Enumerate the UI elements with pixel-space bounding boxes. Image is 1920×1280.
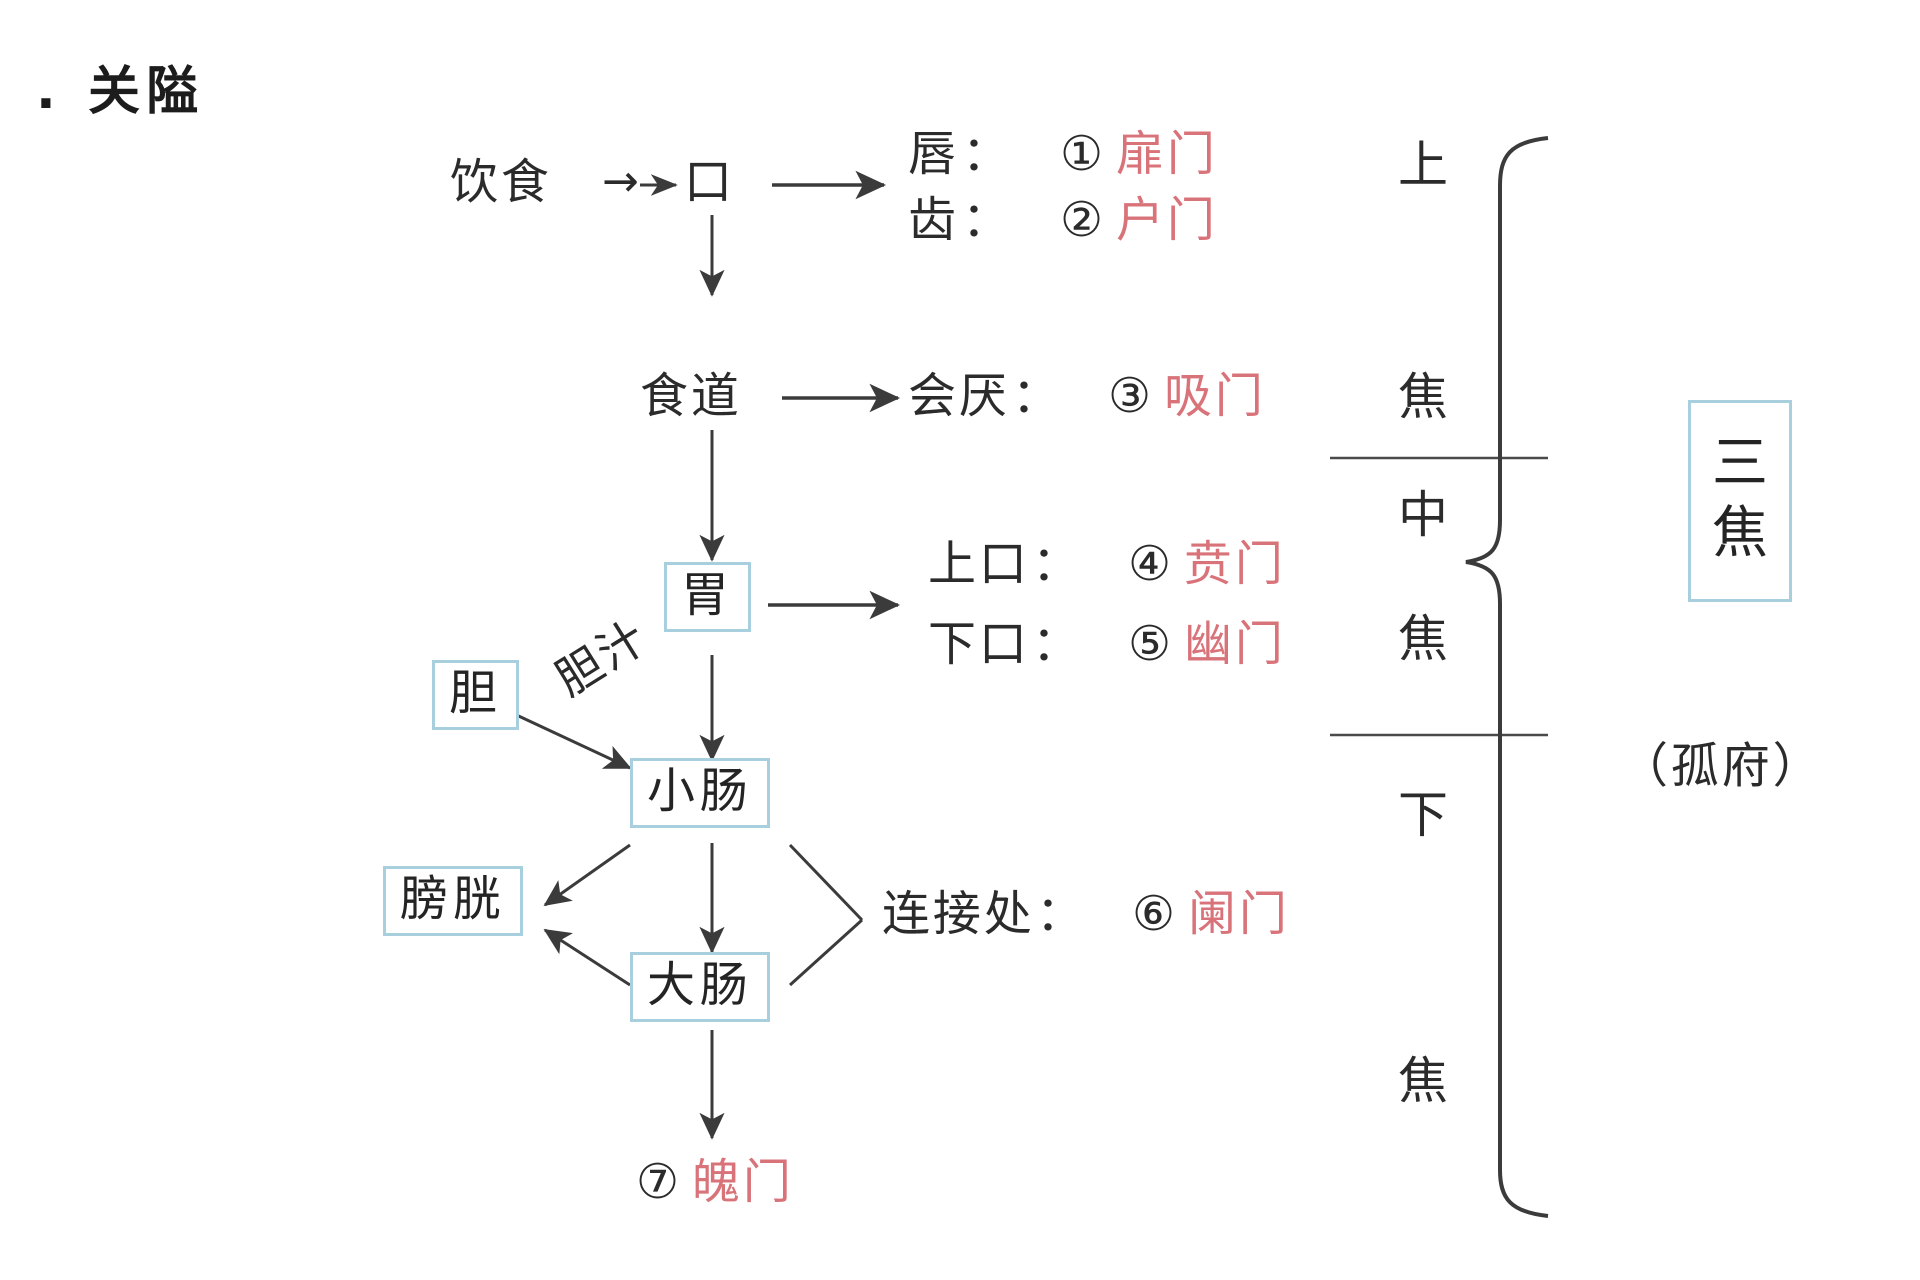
gate-name-2: 户门 bbox=[1116, 192, 1218, 248]
organ-box-bladder: 膀胱 bbox=[383, 866, 523, 936]
gate-site-5: 下口 bbox=[928, 616, 1030, 672]
jiao-lower-char-1: 下 bbox=[1398, 786, 1451, 844]
sanjiao-char-1: 三 bbox=[1712, 431, 1768, 496]
sanjiao-alias: （孤府） bbox=[1620, 738, 1824, 794]
sanjiao-box: 三 焦 bbox=[1688, 400, 1792, 602]
sanjiao-char-2: 焦 bbox=[1712, 501, 1768, 566]
flow-mouth: 口 bbox=[684, 154, 735, 210]
flow-food: 饮食 bbox=[450, 154, 552, 210]
jiao-middle-char-1: 中 bbox=[1398, 486, 1451, 544]
gate-number-2: ② bbox=[1060, 192, 1106, 248]
jiao-middle-char-2: 焦 bbox=[1398, 610, 1451, 668]
gate-name-5: 幽门 bbox=[1184, 616, 1286, 672]
organ-box-stomach: 胃 bbox=[664, 562, 751, 632]
jiao-upper-char-2: 焦 bbox=[1398, 368, 1451, 426]
organ-box-gallbladder: 胆 bbox=[432, 660, 519, 730]
flow-esophagus: 食道 bbox=[640, 368, 742, 424]
gate-colon-6: ： bbox=[1036, 886, 1087, 942]
page-title-bullet: · bbox=[36, 74, 62, 134]
gate-site-3: 会厌 bbox=[908, 368, 1010, 424]
gate-site-1: 唇 bbox=[908, 126, 959, 182]
gate-colon-2: ： bbox=[962, 192, 1013, 248]
label-bile: 胆汁 bbox=[545, 608, 658, 707]
gate-colon-1: ： bbox=[962, 126, 1013, 182]
arrow-glyph-food-mouth: → bbox=[602, 156, 642, 207]
organ-box-large-intestine: 大肠 bbox=[630, 952, 770, 1022]
gate-site-6: 连接处 bbox=[882, 886, 1035, 942]
gate-site-2: 齿 bbox=[908, 192, 959, 248]
gate-number-5: ⑤ bbox=[1128, 616, 1174, 672]
page-title: 关隘 bbox=[88, 62, 205, 122]
gate-name-6: 阑门 bbox=[1188, 886, 1290, 942]
gate-colon-4: ： bbox=[1032, 536, 1083, 592]
organ-box-small-intestine: 小肠 bbox=[630, 758, 770, 828]
gate-number-6: ⑥ bbox=[1132, 886, 1178, 942]
gate-colon-3: ： bbox=[1012, 368, 1063, 424]
gate-number-7: ⑦ bbox=[636, 1154, 682, 1210]
jiao-upper-char-1: 上 bbox=[1398, 136, 1451, 194]
gate-name-7: 魄门 bbox=[692, 1154, 794, 1210]
gate-number-3: ③ bbox=[1108, 368, 1154, 424]
gate-site-4: 上口 bbox=[928, 536, 1030, 592]
gate-number-1: ① bbox=[1060, 126, 1106, 182]
gate-colon-5: ： bbox=[1032, 616, 1083, 672]
gate-name-4: 贲门 bbox=[1184, 536, 1286, 592]
gate-name-3: 吸门 bbox=[1164, 368, 1266, 424]
gate-number-4: ④ bbox=[1128, 536, 1174, 592]
jiao-lower-char-2: 焦 bbox=[1398, 1052, 1451, 1110]
gate-name-1: 扉门 bbox=[1116, 126, 1218, 182]
